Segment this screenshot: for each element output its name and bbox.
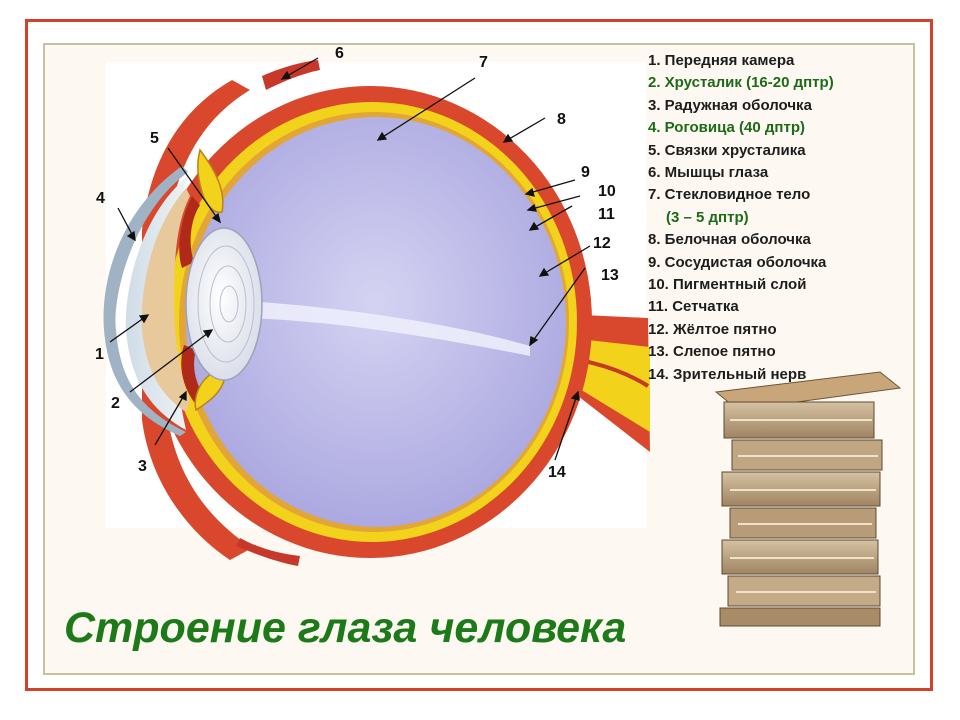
eye-muscles [236, 60, 320, 566]
marker-4: 4 [96, 190, 105, 207]
marker-6: 6 [335, 45, 344, 62]
legend-item: 12. Жёлтое пятно [648, 320, 777, 338]
legend-item: 9. Сосудистая оболочка [648, 253, 827, 271]
legend-item: 4. Роговица (40 дптр) [648, 119, 805, 137]
marker-10: 10 [598, 183, 616, 200]
legend-item: 5. Связки хрусталика [648, 141, 806, 159]
legend-item: 8. Белочная оболочка [648, 231, 811, 249]
marker-13: 13 [601, 267, 619, 284]
marker-8: 8 [557, 111, 566, 128]
marker-5: 5 [150, 130, 159, 147]
legend-item: (3 – 5 дптр) [666, 208, 749, 226]
marker-2: 2 [111, 395, 120, 412]
legend-item: 13. Слепое пятно [648, 343, 776, 361]
marker-14: 14 [548, 464, 566, 481]
legend-item: 10. Пигментный слой [648, 276, 807, 294]
marker-3: 3 [138, 458, 147, 475]
book-stack-image [714, 371, 902, 627]
slide-title: Строение глаза человека [64, 604, 627, 652]
legend-item: 3. Радужная оболочка [648, 96, 812, 114]
legend-item: 7. Стекловидное тело [648, 186, 811, 204]
marker-9: 9 [581, 164, 590, 181]
marker-11: 11 [598, 206, 615, 223]
legend-item: 6. Мышцы глаза [648, 164, 769, 182]
marker-1: 1 [95, 346, 104, 363]
ciliary-body [194, 148, 227, 412]
marker-12: 12 [593, 235, 611, 252]
legend-item: 1. Передняя камера [648, 52, 795, 69]
legend-item: 14. Зрительный нерв [648, 365, 807, 383]
iris [179, 196, 204, 402]
marker-7: 7 [479, 54, 488, 71]
legend: 1. Передняя камера 2. Хрусталик (16-20 д… [648, 50, 918, 386]
hyaloid-canal [230, 300, 530, 356]
lens [185, 227, 263, 381]
pointer-lines [109, 57, 591, 461]
legend-item: 11. Сетчатка [648, 298, 739, 316]
legend-item: 2. Хрусталик (16-20 дптр) [648, 74, 834, 92]
